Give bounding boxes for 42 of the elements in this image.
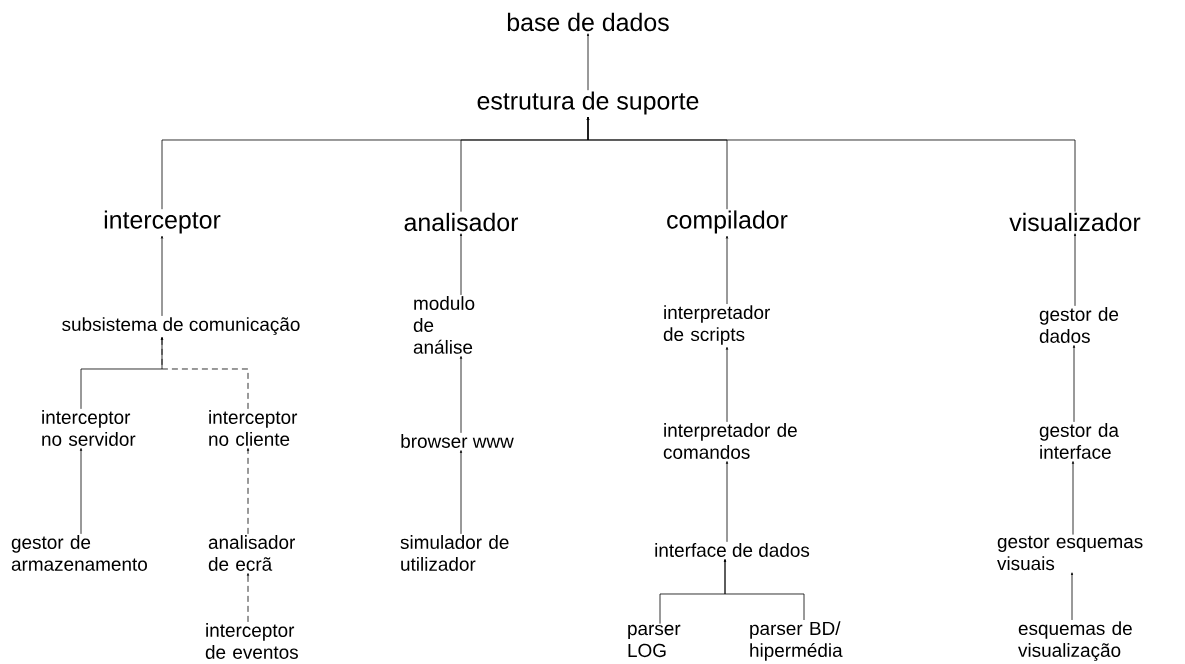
node-label: gestor de armazenamento: [11, 535, 147, 571]
node-label: gestor de dados: [1039, 307, 1119, 343]
node-label: browser www: [401, 434, 514, 448]
arrow: [246, 448, 250, 535]
node-label: parser LOG: [628, 624, 681, 658]
heading-text: visualizador: [1009, 212, 1141, 232]
arrow: [1072, 345, 1076, 423]
heading-text: base de dados: [507, 12, 669, 32]
arrow: [160, 235, 164, 317]
arrow: [586, 33, 590, 91]
arrow: [459, 356, 463, 434]
node-label: esquemas de visualização: [1018, 621, 1132, 661]
arrow: [459, 233, 463, 296]
arrow: [160, 337, 249, 410]
node-label: simulador de utilizador: [400, 535, 509, 571]
node-label: interface de dados: [655, 543, 810, 557]
arrow: [725, 346, 729, 423]
arrow: [1073, 233, 1077, 307]
node-label: subsistema de comunicação: [62, 317, 300, 335]
heading-text: compilador: [667, 210, 788, 234]
node-label: modulo de análise: [413, 296, 475, 354]
node-label: gestor esquemas visuais: [997, 535, 1143, 571]
node-label: interpretador de scripts: [663, 305, 770, 345]
node-label: gestor da interface: [1039, 423, 1119, 459]
node-label: interceptor no cliente: [209, 410, 298, 446]
arrow: [725, 461, 729, 543]
arrow: [723, 559, 805, 621]
heading-text: interceptor: [104, 210, 221, 234]
node-label: parser BD/ hipermédia: [750, 621, 843, 661]
arrow: [725, 235, 729, 305]
arrow: [79, 448, 83, 535]
node-label: interpretador de comandos: [663, 423, 797, 459]
node-label: interceptor no servidor: [42, 410, 136, 446]
node-label: interceptor de eventos: [205, 623, 298, 659]
arrow: [1071, 461, 1075, 535]
arrow: [1070, 572, 1074, 621]
heading-text: analisador: [404, 212, 518, 232]
arrow: [459, 450, 463, 535]
arrow: [246, 573, 250, 623]
node-label: analisador de ecrã: [208, 535, 295, 571]
heading-text: estrutura de suporte: [477, 91, 699, 115]
arrow: [586, 116, 1076, 213]
